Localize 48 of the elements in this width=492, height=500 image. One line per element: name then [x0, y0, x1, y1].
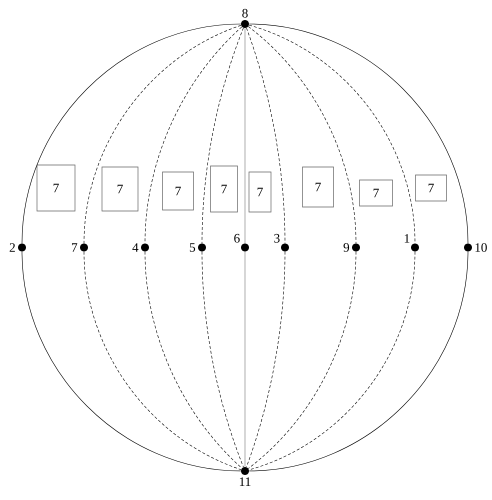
number-box: 7: [415, 174, 447, 202]
point-label: 7: [72, 243, 78, 252]
point-label: 3: [274, 234, 280, 243]
point-dot: [464, 244, 472, 252]
number-box: 7: [210, 166, 238, 212]
curve-line: [244, 251, 246, 468]
curve-line: [248, 251, 416, 470]
point-dot: [281, 244, 289, 252]
point-label: 10: [476, 243, 487, 252]
point-dot: [241, 20, 249, 28]
curve-line: [248, 251, 468, 472]
curve-line: [244, 28, 246, 244]
curve-line: [246, 28, 286, 244]
number-box: 7: [248, 172, 272, 212]
number-box: 7: [302, 166, 334, 208]
point-label: 9: [344, 243, 350, 252]
number-box: 7: [162, 172, 194, 210]
curve-line: [144, 26, 242, 244]
point-label: 2: [10, 243, 15, 252]
point-dot: [411, 244, 419, 252]
point-dot: [141, 244, 149, 252]
point-label: 5: [190, 243, 196, 252]
curve-line: [144, 251, 242, 468]
point-label: 11: [240, 477, 250, 486]
point-label: 6: [234, 234, 240, 243]
number-box: 7: [102, 166, 138, 212]
curve-line: [202, 28, 244, 244]
curve-line: [84, 251, 242, 470]
curve-line: [246, 251, 286, 468]
curve-line: [202, 251, 244, 468]
point-dot: [352, 244, 360, 252]
curve-line: [248, 251, 356, 469]
number-box: 7: [36, 164, 76, 212]
point-dot: [80, 244, 88, 252]
number-box: 7: [359, 180, 393, 206]
point-dot: [241, 244, 249, 252]
curve-line: [248, 24, 416, 244]
point-dot: [198, 244, 206, 252]
curve-line: [22, 24, 242, 244]
curve-line: [248, 24, 468, 244]
point-label: 8: [242, 8, 248, 18]
curve-line: [248, 26, 356, 244]
point-dot: [241, 467, 249, 475]
curve-line: [84, 25, 242, 244]
point-label: 1: [404, 234, 410, 243]
curve-line: [22, 251, 242, 472]
point-label: 4: [132, 243, 138, 252]
point-dot: [18, 244, 26, 252]
